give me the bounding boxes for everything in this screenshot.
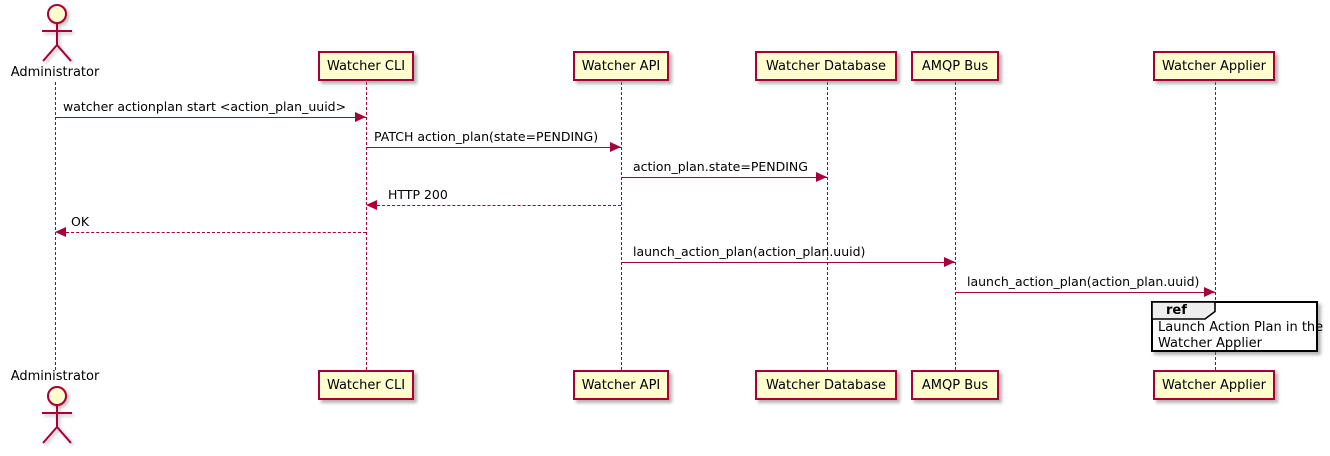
participant-watcher-cli-bottom: Watcher CLI	[318, 370, 414, 400]
message-text: watcher actionplan start <action_plan_uu…	[63, 99, 347, 114]
participant-label: Watcher Applier	[1162, 377, 1266, 393]
lifeline-watcher-api	[621, 82, 622, 370]
actor-label-top: Administrator	[10, 65, 100, 80]
ref-text: Launch Action Plan in the Watcher Applie…	[1158, 320, 1323, 351]
participant-watcher-applier-top: Watcher Applier	[1153, 51, 1275, 81]
participant-label: AMQP Bus	[921, 377, 989, 393]
participant-watcher-database-top: Watcher Database	[755, 51, 897, 81]
message-line	[61, 232, 366, 233]
arrowhead-icon	[610, 142, 621, 152]
ref-keyword: ref	[1166, 303, 1187, 318]
arrowhead-icon	[355, 112, 366, 122]
message-line	[366, 147, 621, 148]
participant-watcher-cli-top: Watcher CLI	[318, 51, 414, 81]
lifeline-watcher-database	[827, 82, 828, 370]
ref-text-line2: Watcher Applier	[1158, 335, 1262, 351]
message-text: HTTP 200	[388, 187, 448, 202]
participant-watcher-database-bottom: Watcher Database	[755, 370, 897, 400]
participant-watcher-api-bottom: Watcher API	[573, 370, 669, 400]
message-text: PATCH action_plan(state=PENDING)	[374, 129, 599, 144]
participant-label: Watcher CLI	[326, 377, 406, 393]
message-text: action_plan.state=PENDING	[633, 159, 808, 174]
message-line	[955, 292, 1215, 293]
arrowhead-icon	[1204, 287, 1215, 297]
participant-label: Watcher API	[581, 377, 661, 393]
participant-label: AMQP Bus	[921, 58, 989, 74]
participant-label: Watcher Database	[766, 58, 886, 74]
ref-tab-icon	[1151, 301, 1216, 320]
message-line	[621, 177, 827, 178]
participant-label: Watcher API	[581, 58, 661, 74]
message-text: launch_action_plan(action_plan.uuid)	[967, 274, 1200, 289]
message-line	[372, 205, 621, 206]
lifeline-watcher-cli	[366, 82, 367, 370]
arrowhead-icon	[944, 257, 955, 267]
participant-label: Watcher Applier	[1162, 58, 1266, 74]
arrowhead-icon	[55, 227, 66, 237]
lifeline-watcher-applier	[1215, 82, 1216, 370]
participant-amqp-bus-top: AMQP Bus	[911, 51, 999, 81]
arrowhead-icon	[366, 200, 377, 210]
message-text: OK	[71, 214, 90, 229]
participant-watcher-api-top: Watcher API	[573, 51, 669, 81]
actor-icon	[42, 4, 72, 62]
lifeline-amqp-bus	[955, 82, 956, 370]
actor-label-bottom: Administrator	[10, 369, 100, 384]
lifeline-administrator	[55, 82, 56, 370]
ref-fragment: ref Launch Action Plan in the Watcher Ap…	[1151, 301, 1323, 352]
message-text: launch_action_plan(action_plan.uuid)	[633, 244, 866, 259]
participant-amqp-bus-bottom: AMQP Bus	[911, 370, 999, 400]
message-line	[621, 262, 955, 263]
participant-watcher-applier-bottom: Watcher Applier	[1153, 370, 1275, 400]
participant-label: Watcher Database	[766, 377, 886, 393]
message-line	[55, 117, 366, 118]
actor-icon	[42, 386, 72, 444]
arrowhead-icon	[816, 172, 827, 182]
participant-label: Watcher CLI	[326, 58, 406, 74]
ref-text-line1: Launch Action Plan in the	[1158, 320, 1324, 335]
